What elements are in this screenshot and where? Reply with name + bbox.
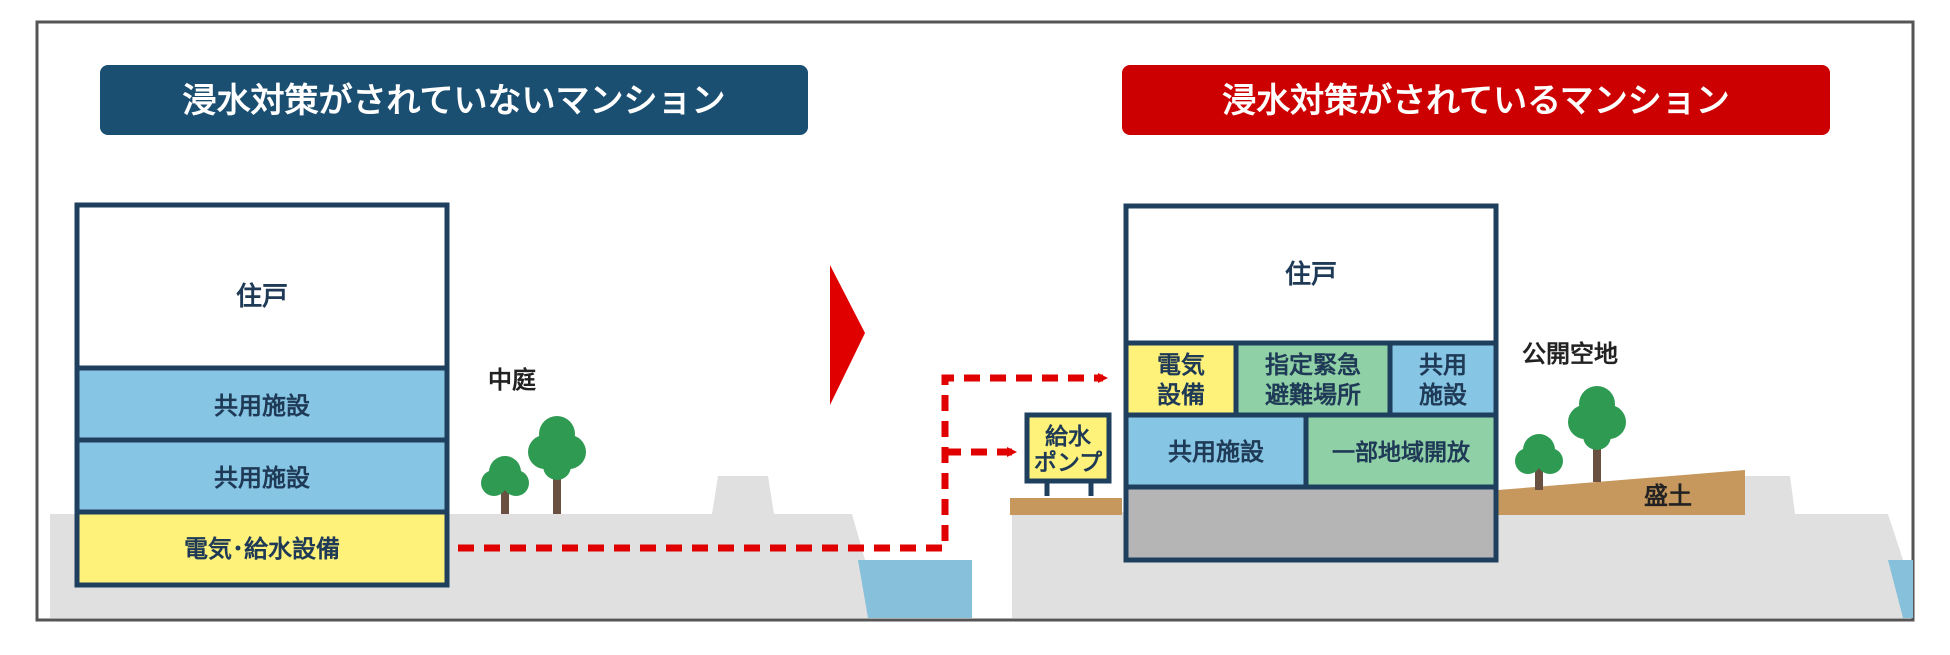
shared-small-label-line2: 施設 (1419, 380, 1468, 409)
right-water (1888, 560, 1913, 618)
left-title-banner: 浸水対策がされていないマンション (100, 65, 808, 135)
right-title: 浸水対策がされているマンション (1222, 81, 1730, 121)
right-floor-electrical (1123, 340, 1239, 418)
water-pump: 給水 ポンプ (1024, 412, 1112, 496)
right-floor-shared-small (1387, 340, 1499, 418)
electrical-label-line1: 電気 (1157, 350, 1205, 379)
electrical-label-line2: 設備 (1157, 380, 1205, 409)
courtyard-label: 中庭 (488, 365, 536, 394)
tree-icon (528, 416, 586, 514)
pump-label-line1: 給水 (1045, 423, 1092, 450)
left-shared-upper-label: 共用施設 (214, 391, 311, 420)
right-floor-raised-base (1123, 484, 1499, 563)
pump-label-line2: ポンプ (1034, 449, 1103, 476)
evacuation-label-line1: 指定緊急 (1265, 350, 1361, 379)
dashed-arrow-icon (458, 373, 1108, 552)
left-residence-label: 住戸 (236, 281, 288, 312)
right-residence-label: 住戸 (1285, 259, 1337, 290)
left-shared-lower-label: 共用施設 (214, 463, 311, 492)
left-water (858, 560, 972, 618)
left-building: 住戸 共用施設 共用施設 電気･給水設備 (74, 202, 450, 588)
right-floor-residence (1123, 203, 1499, 346)
tree-icon (1515, 434, 1563, 490)
tree-icon (481, 456, 529, 514)
embankment-soil (1010, 498, 1122, 515)
left-floor-shared-lower (74, 437, 450, 515)
right-title-banner: 浸水対策がされているマンション (1122, 65, 1830, 135)
right-building: 住戸 電気 設備 指定緊急 避難場所 共用 施設 共用施設 一部地域開放 (1123, 203, 1499, 563)
left-utility-label: 電気･給水設備 (184, 534, 340, 563)
tree-icon (1568, 386, 1626, 482)
open-space-label: 公開空地 (1522, 339, 1618, 368)
community-label: 一部地域開放 (1332, 439, 1471, 466)
left-floor-utility (74, 509, 450, 588)
embankment-label: 盛土 (1644, 481, 1692, 510)
shared-small-label-line1: 共用 (1419, 350, 1467, 379)
embankment-soil-right (1498, 470, 1745, 515)
arrow-right-icon (830, 265, 865, 405)
shared-wide-label: 共用施設 (1168, 437, 1265, 466)
evacuation-label-line2: 避難場所 (1265, 380, 1361, 409)
left-title: 浸水対策がされていないマンション (183, 81, 726, 121)
